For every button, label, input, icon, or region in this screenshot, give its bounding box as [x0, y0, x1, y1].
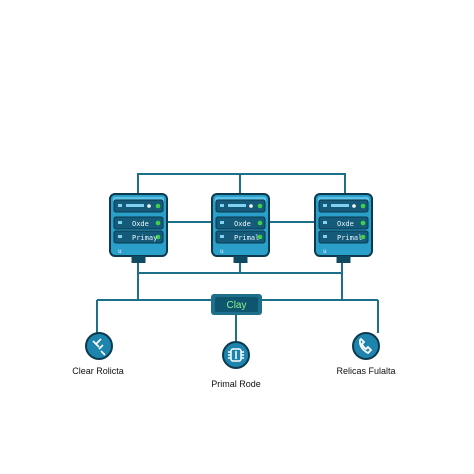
slot-indicator	[118, 204, 122, 207]
badge-inner	[215, 297, 258, 312]
server-slot	[318, 230, 369, 244]
slot-indicator	[126, 204, 144, 207]
slot-label: Oxde	[132, 220, 149, 228]
slot-sublabel: u	[220, 248, 224, 255]
slot-indicator	[323, 235, 327, 238]
slot-label: Oxde	[337, 220, 354, 228]
status-led	[352, 204, 356, 208]
server-slot	[215, 216, 266, 230]
slot-sublabel: u	[323, 248, 327, 255]
status-led	[249, 204, 253, 208]
slot-label: Primal	[337, 234, 362, 242]
server-foot	[336, 256, 351, 263]
status-led	[155, 234, 161, 240]
status-led	[360, 220, 366, 226]
server-foot	[233, 256, 248, 263]
status-led	[257, 220, 263, 226]
slot-label: Oxde	[234, 220, 251, 228]
client-label: Clear Rolicta	[72, 366, 124, 376]
slot-indicator	[118, 235, 122, 238]
client-label: Primal Rode	[211, 379, 261, 389]
slot-indicator	[331, 204, 349, 207]
slot-label: Primay	[132, 234, 157, 242]
slot-indicator	[228, 204, 246, 207]
slot-indicator	[323, 221, 327, 224]
client-node-3: Relicas Fulalta	[336, 332, 396, 376]
slot-label: Primal	[234, 234, 259, 242]
status-led	[147, 204, 151, 208]
server-slot	[113, 216, 164, 230]
client-icon-circle	[352, 332, 380, 360]
status-led	[360, 234, 366, 240]
status-led	[257, 203, 263, 209]
status-led	[155, 203, 161, 209]
status-led	[257, 234, 263, 240]
server-foot	[131, 256, 146, 263]
slot-indicator	[220, 204, 224, 207]
status-led	[360, 203, 366, 209]
status-led	[155, 220, 161, 226]
connector-line	[137, 173, 346, 194]
server-slot	[215, 230, 266, 244]
badge-label: Clay	[226, 300, 246, 311]
slot-indicator	[118, 221, 122, 224]
server-slot	[318, 216, 369, 230]
server-slot	[113, 230, 164, 244]
chip-icon	[228, 348, 244, 362]
slot-indicator	[220, 235, 224, 238]
plug-icon	[92, 338, 106, 356]
slot-sublabel: u	[118, 248, 122, 255]
client-label: Relicas Fulalta	[336, 366, 395, 376]
phone-icon	[359, 337, 373, 355]
client-node-2: Primal Rode	[211, 341, 261, 389]
slot-indicator	[323, 204, 327, 207]
center-badge: Clay	[211, 294, 262, 315]
slot-indicator	[220, 221, 224, 224]
client-node-1: Clear Rolicta	[72, 332, 124, 376]
